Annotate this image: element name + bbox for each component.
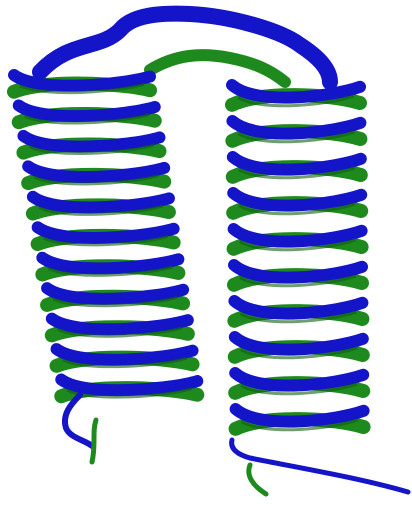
left-tail-green: [92, 420, 96, 462]
